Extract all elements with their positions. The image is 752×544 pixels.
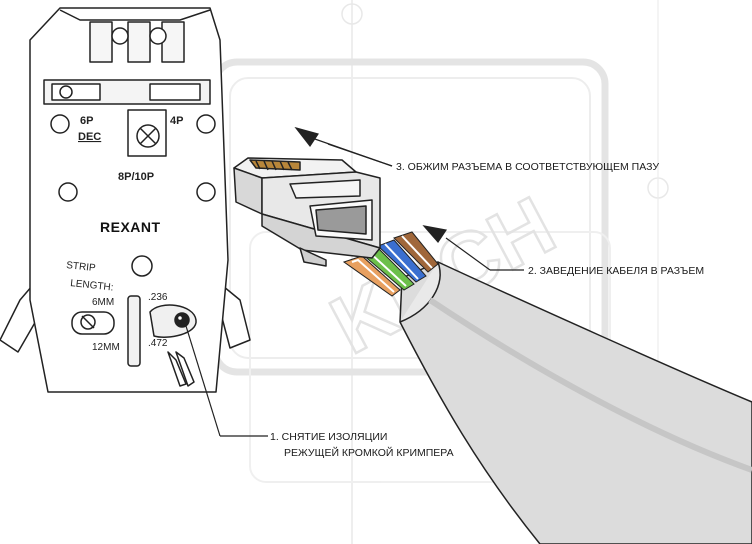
label-6p: 6P bbox=[80, 115, 93, 127]
cable-wires bbox=[342, 231, 439, 297]
label-length: LENGTH: bbox=[70, 278, 114, 293]
cable bbox=[399, 261, 752, 544]
label-4p: 4P bbox=[170, 115, 183, 127]
brand-logo: REXANT bbox=[100, 219, 161, 235]
step-3-caption: 3. ОБЖИМ РАЗЪЕМА В СООТВЕТСТВУЮЩЕМ ПАЗУ bbox=[396, 161, 659, 173]
step-2-caption: 2. ЗАВЕДЕНИЕ КАБЕЛЯ В РАЗЪЕМ bbox=[528, 265, 704, 277]
callout-step-2 bbox=[422, 225, 524, 271]
crimping-tool bbox=[0, 7, 251, 393]
callout-step-3 bbox=[294, 126, 393, 167]
label-dec: DEC bbox=[78, 131, 101, 143]
step-1-caption-line2: РЕЖУЩЕЙ КРОМКОЙ КРИМПЕРА bbox=[284, 446, 454, 459]
rj45-connector bbox=[233, 157, 381, 267]
callout-step-1 bbox=[185, 325, 268, 437]
label-12mm: 12MM bbox=[92, 342, 120, 353]
label-472: .472 bbox=[148, 338, 168, 349]
label-8p10p: 8P/10P bbox=[118, 171, 154, 183]
label-strip: STRIP bbox=[66, 260, 97, 274]
label-236: .236 bbox=[148, 292, 168, 303]
step-1-caption-line1: 1. СНЯТИЕ ИЗОЛЯЦИИ bbox=[270, 431, 387, 443]
label-6mm: 6MM bbox=[92, 297, 114, 308]
